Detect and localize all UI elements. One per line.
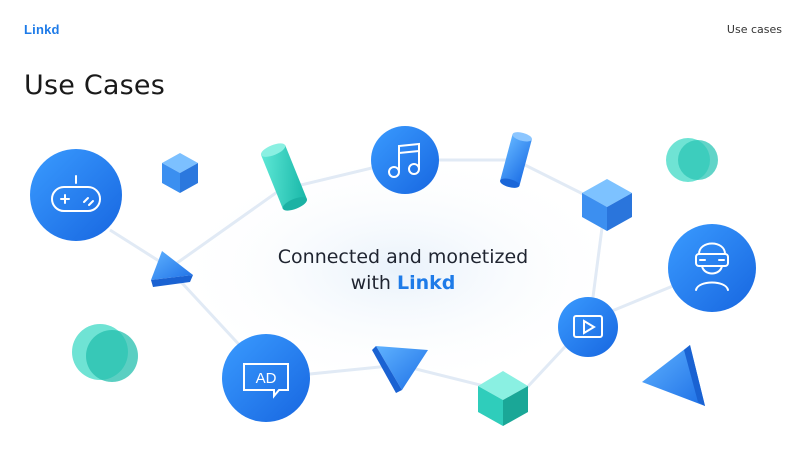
page-title: Use Cases <box>24 70 165 101</box>
gamepad-node <box>30 149 122 241</box>
blue-cylinder-shape <box>500 132 532 188</box>
teal-cube-shape <box>478 371 528 426</box>
music-node <box>371 126 439 194</box>
small-cube-shape <box>162 153 198 193</box>
teal-cylinder-shape <box>260 143 308 211</box>
tagline-brand: Linkd <box>396 272 456 294</box>
tagline-prefix: with <box>350 272 397 294</box>
blue-cube-shape <box>582 179 632 231</box>
teal-lens-shape-bottom <box>72 324 138 382</box>
ad-icon-text: AD <box>256 370 277 387</box>
blue-prism-right <box>642 345 705 406</box>
vr-headset-icon <box>695 242 729 291</box>
ad-speech-bubble-icon <box>243 363 289 399</box>
tagline: Connected and monetized with Linkd <box>200 244 606 296</box>
tagline-line1: Connected and monetized <box>277 246 529 268</box>
tagline-line2: with Linkd <box>200 270 606 296</box>
teal-lens-shape-top <box>666 138 718 182</box>
blue-prism-center <box>372 346 428 393</box>
video-play-icon <box>573 315 603 338</box>
linkd-logo[interactable]: Linkd <box>24 22 60 37</box>
gamepad-icon <box>51 175 101 212</box>
music-note-icon <box>388 142 420 178</box>
vr-node <box>668 224 756 312</box>
blue-prism-left <box>151 251 193 287</box>
ad-node: AD <box>222 334 310 422</box>
nav-use-cases[interactable]: Use cases <box>726 23 782 36</box>
video-node <box>558 297 618 357</box>
